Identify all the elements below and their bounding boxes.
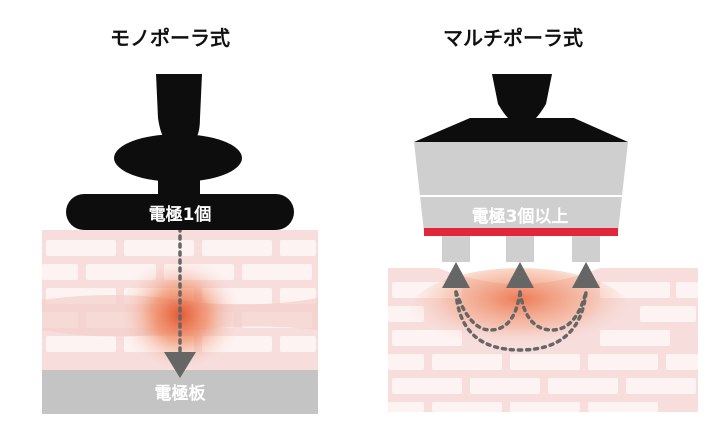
multipolar-title: マルチポーラ式 bbox=[443, 26, 583, 50]
monopolar-diagram bbox=[42, 74, 318, 414]
current-arrow-up-2 bbox=[506, 262, 534, 288]
current-arrow-up-3 bbox=[572, 262, 600, 288]
monopolar-title: モノポーラ式 bbox=[110, 26, 230, 50]
electrode-label-left: 電極1個 bbox=[149, 204, 212, 225]
current-arrow-up-1 bbox=[442, 262, 470, 288]
multipolar-handpiece bbox=[414, 74, 628, 236]
electrode-label-right: 電極3個以上 bbox=[472, 206, 569, 227]
plate-label: 電極板 bbox=[155, 383, 207, 404]
monopolar-handpiece bbox=[66, 74, 294, 230]
heat-area-right bbox=[410, 268, 630, 356]
current-arrow-down bbox=[164, 352, 196, 378]
current-arcs bbox=[454, 290, 588, 352]
multipolar-diagram bbox=[388, 74, 698, 412]
electrode-prongs bbox=[442, 236, 600, 262]
